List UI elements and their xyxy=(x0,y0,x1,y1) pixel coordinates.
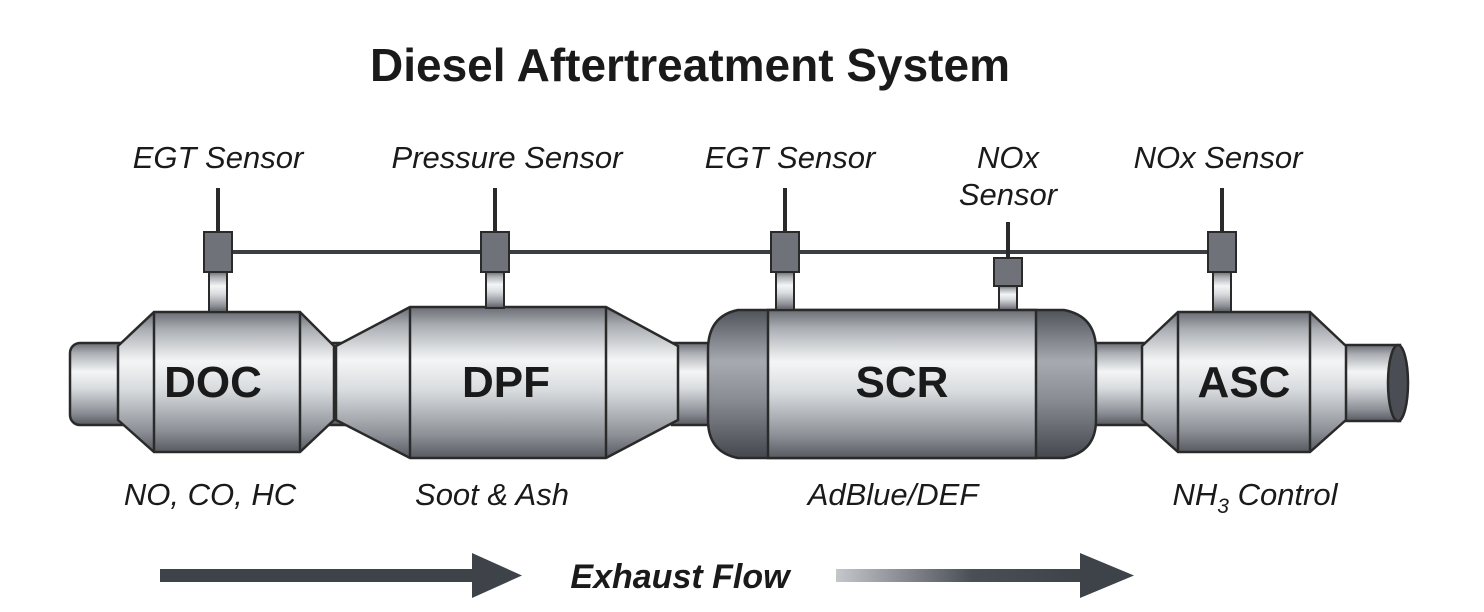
flow-arrow-left xyxy=(160,553,522,598)
scr-function-label: AdBlue/DEF xyxy=(806,477,981,512)
asc-function-label: NH3 Control xyxy=(1172,477,1338,518)
dpf-label: DPF xyxy=(462,358,550,407)
nox-sensor-2-label: NOx Sensor xyxy=(1134,140,1305,175)
asc-function-suffix: Control xyxy=(1229,477,1339,512)
page-title: Diesel Aftertreatment System xyxy=(370,39,1010,91)
dpf-function-label: Soot & Ash xyxy=(415,477,569,512)
pressure-sensor xyxy=(480,188,510,309)
nox-sensor-1-label-line1: NOx xyxy=(977,140,1041,175)
doc-label: DOC xyxy=(164,358,262,407)
egt-sensor-2-label: EGT Sensor xyxy=(705,140,877,175)
asc-function-subscript: 3 xyxy=(1217,495,1229,518)
nox-sensor-1-label-line2: Sensor xyxy=(959,177,1059,212)
flow-arrow-right xyxy=(836,553,1134,598)
asc-function-prefix: NH xyxy=(1172,477,1217,512)
outlet-opening xyxy=(1386,343,1410,423)
nox-sensor-2 xyxy=(1207,188,1237,313)
nox-sensor-1 xyxy=(993,222,1023,311)
scr-label: SCR xyxy=(856,358,949,407)
pressure-sensor-label: Pressure Sensor xyxy=(392,140,625,175)
asc-label: ASC xyxy=(1198,358,1291,407)
doc-function-label: NO, CO, HC xyxy=(124,477,297,512)
scr-unit: SCR xyxy=(706,308,1098,460)
doc-unit: DOC xyxy=(116,310,336,454)
egt-sensor-1-label: EGT Sensor xyxy=(133,140,305,175)
egt-sensor-2 xyxy=(770,188,800,311)
dpf-unit: DPF xyxy=(334,305,680,460)
exhaust-flow-label: Exhaust Flow xyxy=(570,558,792,596)
asc-unit: ASC xyxy=(1140,310,1348,454)
egt-sensor-1 xyxy=(203,188,233,313)
